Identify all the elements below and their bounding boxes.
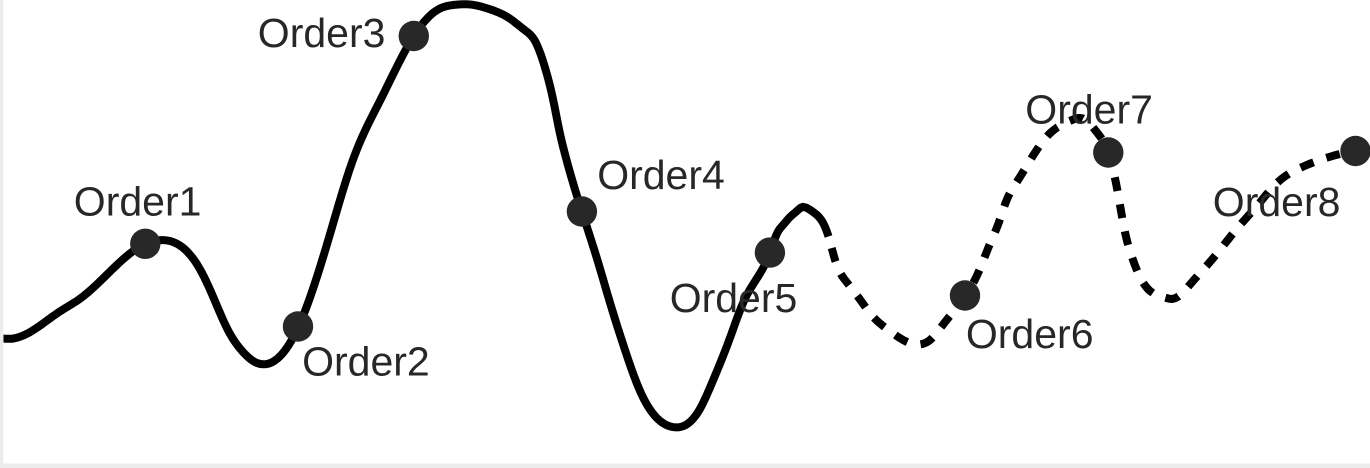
svg-text:Order5: Order5 xyxy=(670,275,798,321)
svg-text:Order7: Order7 xyxy=(1025,87,1153,133)
svg-text:Order3: Order3 xyxy=(258,10,386,56)
svg-text:Order8: Order8 xyxy=(1213,179,1341,225)
svg-text:Order4: Order4 xyxy=(597,152,725,198)
svg-text:Order2: Order2 xyxy=(302,339,430,385)
svg-text:Order6: Order6 xyxy=(966,311,1094,357)
svg-text:Order1: Order1 xyxy=(74,179,202,225)
